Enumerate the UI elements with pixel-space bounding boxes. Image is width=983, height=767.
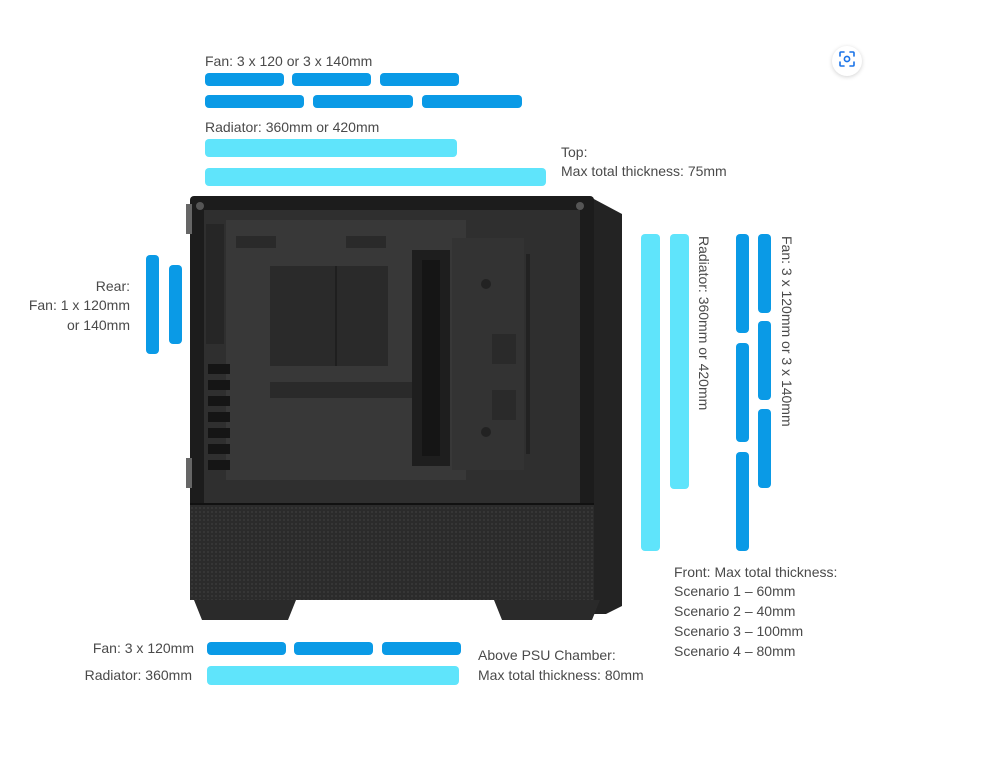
top-fan-bar-140-3 (422, 95, 522, 108)
front-fan-bar-140-1 (736, 234, 749, 333)
bottom-psu-thickness: Max total thickness: 80mm (478, 667, 644, 683)
rear-line2: or 140mm (66, 317, 130, 333)
pc-case-illustration (186, 194, 628, 624)
front-fan-bar-120-2 (758, 321, 771, 400)
visual-search-icon (838, 50, 856, 73)
bottom-psu-title: Above PSU Chamber: (478, 647, 616, 663)
top-radiator-bar-360 (205, 139, 457, 157)
top-fan-bar-120-2 (292, 73, 371, 86)
visual-search-button[interactable] (832, 46, 862, 76)
front-radiator-bar-420 (641, 234, 660, 551)
front-thickness-title: Front: Max total thickness: (674, 564, 838, 580)
front-fan-bar-140-2 (736, 343, 749, 442)
top-radiator-bar-420 (205, 168, 546, 186)
front-fan-bar-140-3 (736, 452, 749, 551)
bottom-fan-label: Fan: 3 x 120mm (92, 640, 194, 656)
bottom-fan-bar-2 (294, 642, 373, 655)
front-scenario-4: Scenario 4 – 80mm (674, 643, 796, 659)
front-scenario-2: Scenario 2 – 40mm (674, 603, 796, 619)
top-thickness: Max total thickness: 75mm (561, 163, 727, 179)
front-fan-bar-120-3 (758, 409, 771, 488)
front-scenario-3: Scenario 3 – 100mm (674, 623, 804, 639)
front-radiator-label: Radiator: 360mm or 420mm (696, 236, 712, 411)
top-fan-bar-140-2 (313, 95, 413, 108)
bottom-radiator-label: Radiator: 360mm (84, 667, 192, 683)
front-radiator-bar-360 (670, 234, 689, 489)
rear-line1: Fan: 1 x 120mm (28, 297, 130, 313)
bottom-radiator-bar-360 (207, 666, 459, 685)
top-radiator-label: Radiator: 360mm or 420mm (205, 119, 380, 135)
bottom-fan-bar-3 (382, 642, 461, 655)
rear-fan-bar-120 (169, 265, 182, 344)
front-scenario-1: Scenario 1 – 60mm (674, 583, 796, 599)
front-fan-bar-120-1 (758, 234, 771, 313)
top-fan-bar-120-3 (380, 73, 459, 86)
top-fan-label: Fan: 3 x 120 or 3 x 140mm (205, 53, 373, 69)
front-fan-label: Fan: 3 x 120mm or 3 x 140mm (779, 236, 795, 427)
top-fan-bar-140-1 (205, 95, 304, 108)
top-fan-bar-120-1 (205, 73, 284, 86)
rear-fan-bar-140 (146, 255, 159, 354)
top-title: Top: (561, 144, 588, 160)
bottom-fan-bar-1 (207, 642, 286, 655)
rear-title: Rear: (95, 278, 130, 294)
